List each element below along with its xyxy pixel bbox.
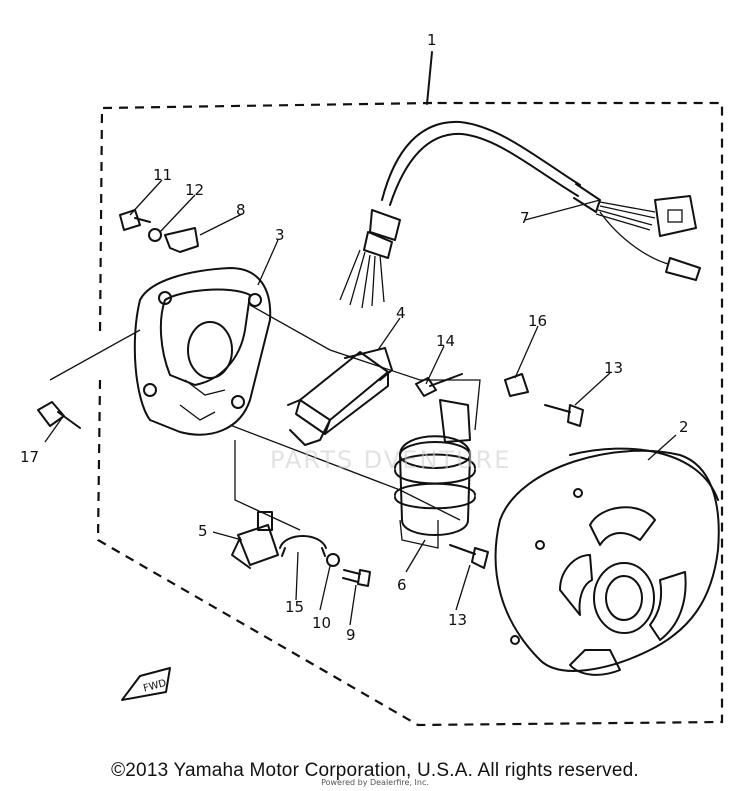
fwd-arrow: FWD	[121, 667, 171, 701]
parts-11-12-8	[119, 209, 199, 253]
callout-9: 9	[346, 626, 356, 644]
screw-9	[342, 569, 371, 587]
callout-4: 4	[396, 304, 406, 322]
screw-17	[37, 401, 81, 429]
washer-10	[326, 553, 340, 567]
screw-13b	[544, 404, 584, 427]
assembly-boundary	[96, 101, 724, 727]
callout-5: 5	[198, 522, 208, 540]
leader-1	[426, 51, 433, 105]
part-16	[504, 373, 529, 397]
callout-1: 1	[427, 31, 437, 49]
callout-14: 14	[436, 332, 455, 350]
part-5	[231, 511, 279, 569]
callout-16: 16	[528, 312, 547, 330]
callout-15: 15	[285, 598, 304, 616]
callout-11: 11	[153, 166, 172, 184]
callout-8: 8	[236, 201, 246, 219]
watermark-text: PARTS DVENTURE	[270, 446, 511, 474]
callout-10: 10	[312, 614, 331, 632]
flywheel-rotor	[494, 447, 720, 676]
callout-7: 7	[520, 209, 530, 227]
copyright-text: ©2013 Yamaha Motor Corporation, U.S.A. A…	[111, 760, 639, 781]
callout-17: 17	[20, 448, 39, 466]
wire-harness	[339, 120, 701, 309]
callout-12: 12	[185, 181, 204, 199]
credit-text: Powered by Dealerfire, Inc.	[321, 778, 429, 787]
callout-13a: 13	[604, 359, 623, 377]
callout-6: 6	[397, 576, 407, 594]
screw-13a	[449, 544, 489, 569]
screw-14	[415, 373, 463, 397]
coil-4	[287, 347, 393, 446]
stator-plate	[133, 267, 272, 436]
callout-labels: 1 2 3 4 5 6 7 8 9 10 11 12 13 13 14 15 1…	[20, 31, 689, 644]
clamp-15	[279, 535, 327, 557]
callout-2: 2	[679, 418, 689, 436]
leader-lines	[44, 179, 677, 626]
coil-6	[394, 399, 476, 549]
callout-13b: 13	[448, 611, 467, 629]
callout-3: 3	[275, 226, 285, 244]
